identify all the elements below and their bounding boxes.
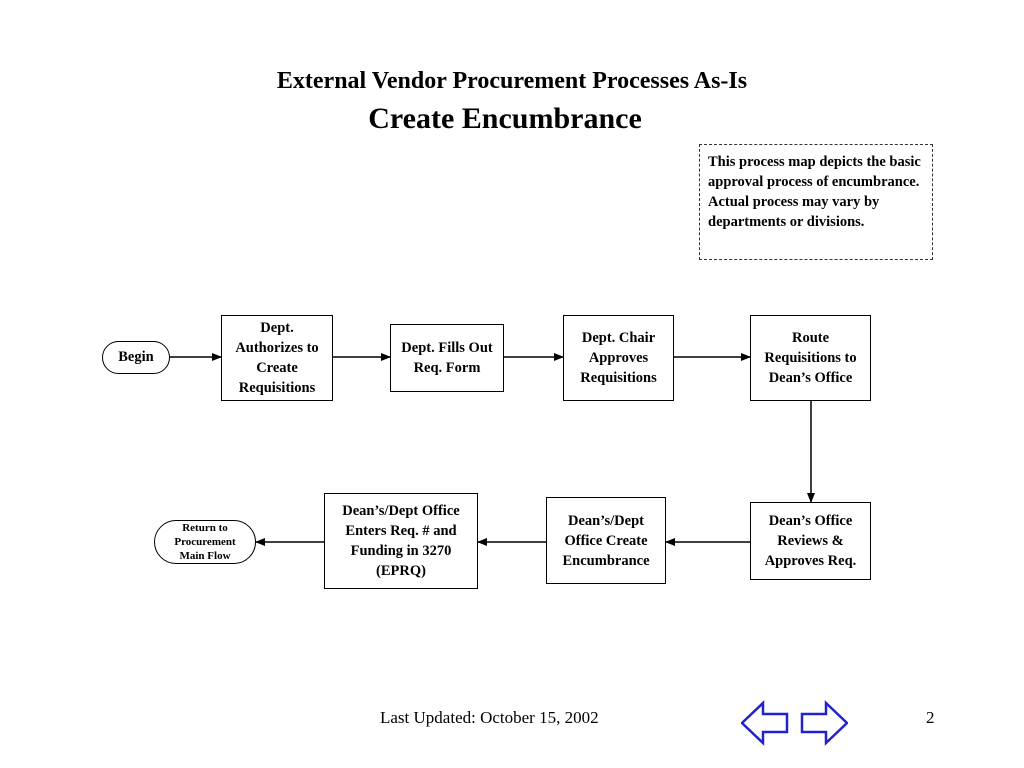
node-chair: Dept. Chair Approves Requisitions: [563, 315, 674, 401]
right-arrow-icon[interactable]: [800, 700, 848, 746]
node-reviews-label: Dean’s Office Reviews & Approves Req.: [764, 513, 857, 569]
node-encumbrance: Dean’s/Dept Office Create Encumbrance: [546, 497, 666, 584]
page-subtitle: Create Encumbrance: [368, 102, 642, 135]
node-authorize: Dept. Authorizes to Create Requisitions: [221, 315, 333, 401]
node-reviews: Dean’s Office Reviews & Approves Req.: [750, 502, 871, 580]
begin-label: Begin: [118, 349, 154, 365]
return-terminal: Return to Procurement Main Flow: [154, 520, 256, 564]
node-enters: Dean’s/Dept Office Enters Req. # and Fun…: [324, 493, 478, 589]
node-route-label: Route Requisitions to Dean’s Office: [764, 330, 857, 386]
begin-terminal: Begin: [102, 341, 170, 374]
node-encumbrance-label: Dean’s/Dept Office Create Encumbrance: [562, 512, 650, 569]
node-enters-label: Dean’s/Dept Office Enters Req. # and Fun…: [342, 503, 460, 579]
page-number: 2: [926, 708, 935, 727]
note-box: This process map depicts the basic appro…: [699, 144, 933, 260]
node-fills: Dept. Fills Out Req. Form: [390, 324, 504, 392]
left-arrow-icon[interactable]: [741, 700, 789, 746]
node-chair-label: Dept. Chair Approves Requisitions: [580, 330, 657, 386]
last-updated: Last Updated: October 15, 2002: [380, 708, 599, 727]
node-route: Route Requisitions to Dean’s Office: [750, 315, 871, 401]
node-fills-label: Dept. Fills Out Req. Form: [401, 340, 493, 376]
node-authorize-label: Dept. Authorizes to Create Requisitions: [235, 320, 319, 396]
page-title: External Vendor Procurement Processes As…: [276, 68, 748, 94]
return-label: Return to Procurement Main Flow: [174, 522, 236, 562]
